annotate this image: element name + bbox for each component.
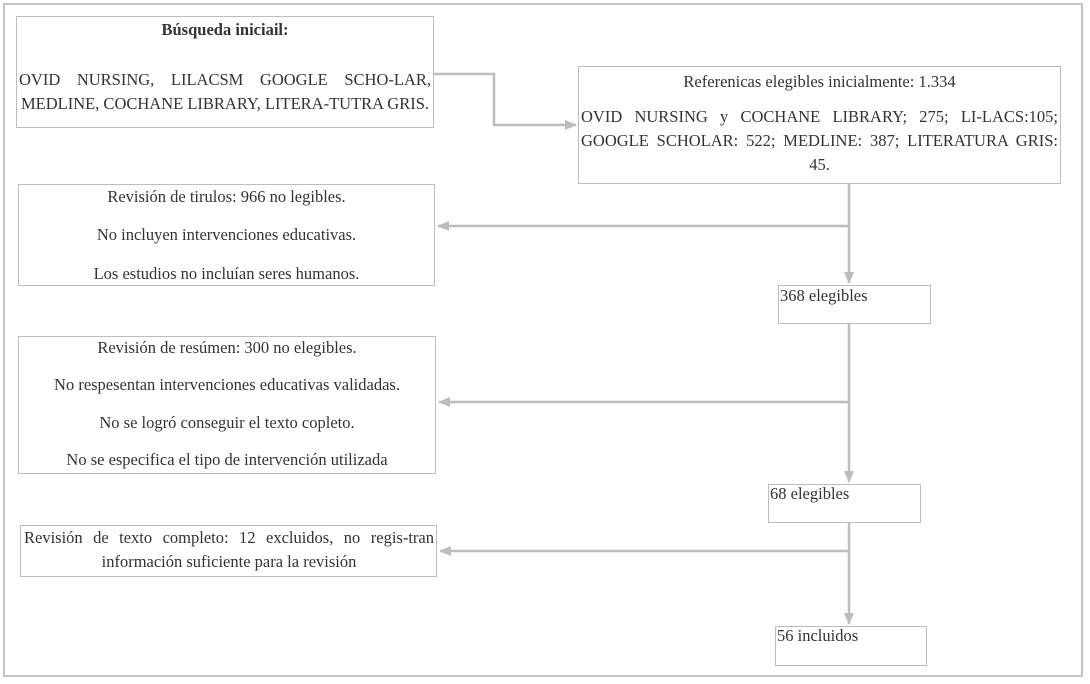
abstract-review-reason-1: No respesentan intervenciones educativas… [54,375,400,394]
title-review-reason-1: No incluyen intervenciones educativas. [96,225,357,244]
eligible-368-box: 368 elegibles [778,285,931,324]
included-56-box: 56 incluidos [775,626,927,666]
eligible-references-breakdown: OVID NURSING y COCHANE LIBRARY; 275; LI-… [581,107,1058,174]
initial-search-databases: OVID NURSING, LILACSM GOOGLE SCHO-LAR, M… [19,70,431,113]
abstract-review-summary: Revisión de resúmen: 300 no elegibles. [97,338,357,357]
eligible-references-box: Referenicas elegibles inicialmente: 1.33… [578,66,1061,184]
diagram-frame [3,3,1083,677]
included-56-label: 56 incluidos [777,626,859,645]
abstract-review-reason-3: No se especifica el tipo de intervención… [66,450,388,469]
eligible-368-label: 368 elegibles [780,286,868,305]
title-review-box: Revisión de tirulos: 966 no legibles. No… [18,184,435,286]
abstract-review-box: Revisión de resúmen: 300 no elegibles. N… [18,336,436,474]
eligible-68-label: 68 elegibles [770,484,850,503]
fulltext-review-box: Revisión de texto completo: 12 excluidos… [20,525,437,577]
title-review-reason-2: Los estudios no incluían seres humanos. [93,264,360,283]
fulltext-review-text: Revisión de texto completo: 12 excluidos… [24,528,434,571]
eligible-68-box: 68 elegibles [768,484,921,523]
title-review-summary: Revisión de tirulos: 966 no legibles. [107,187,346,206]
abstract-review-reason-2: No se logró conseguir el texto copleto. [99,413,355,432]
initial-search-box: Búsqueda iniciail: OVID NURSING, LILACSM… [16,16,434,128]
initial-search-title: Búsqueda iniciail: [161,20,289,39]
eligible-references-title: Referenicas elegibles inicialmente: 1.33… [683,72,956,91]
arrow-search-to-references [434,72,577,130]
